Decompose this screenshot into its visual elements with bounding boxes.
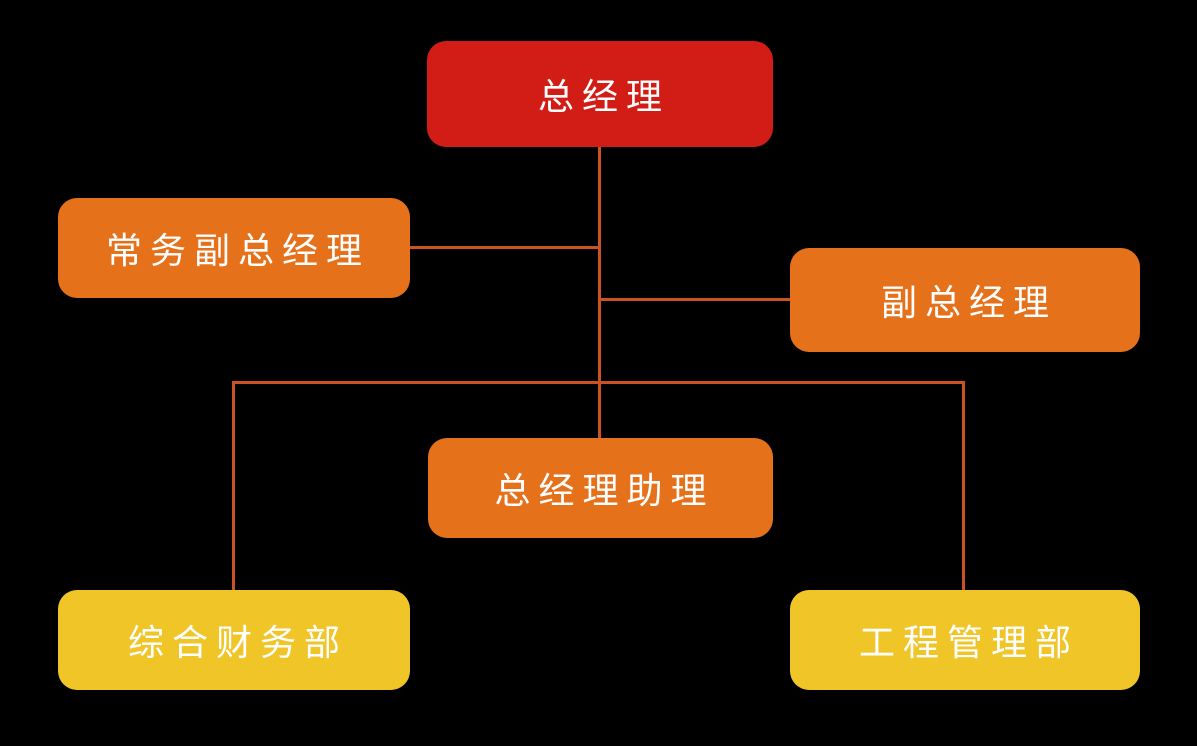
node-general-manager: 总经理 xyxy=(427,41,773,147)
node-finance-department: 综合财务部 xyxy=(58,590,410,690)
node-deputy-general-manager: 副总经理 xyxy=(790,248,1140,352)
node-engineering-department: 工程管理部 xyxy=(790,590,1140,690)
connector-gm-vertical xyxy=(598,147,601,439)
connector-finance-vertical xyxy=(232,381,235,590)
node-executive-deputy-general-manager: 常务副总经理 xyxy=(58,198,410,298)
node-general-manager-assistant: 总经理助理 xyxy=(428,438,773,538)
connector-engineering-vertical xyxy=(962,381,965,590)
connector-evgm-horizontal xyxy=(410,246,600,249)
connector-vgm-horizontal xyxy=(600,298,790,301)
connector-departments-horizontal xyxy=(232,381,965,384)
